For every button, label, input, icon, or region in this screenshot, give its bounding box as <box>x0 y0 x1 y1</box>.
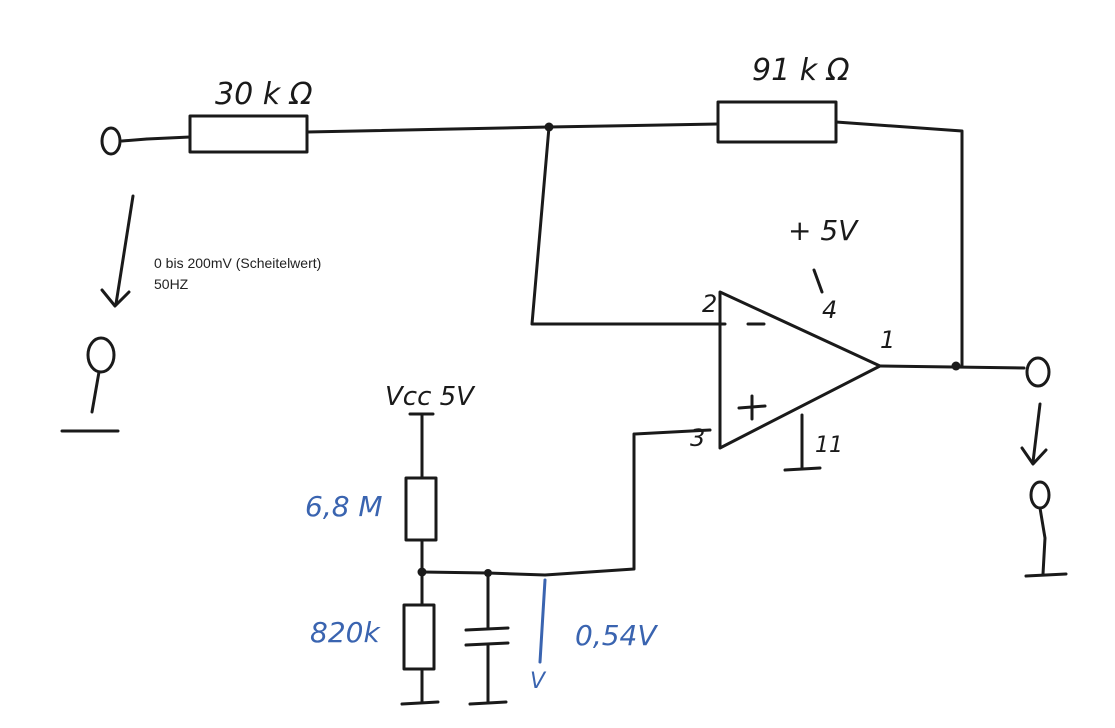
bias-voltage-arrow <box>538 578 547 664</box>
label-bias-voltage: 0,54V <box>575 619 658 652</box>
resistor-91k <box>547 100 964 368</box>
junction-output-node <box>951 361 961 371</box>
opamp-triangle <box>718 290 882 450</box>
divider-ground <box>400 667 440 706</box>
vcc-rail <box>408 412 435 480</box>
output-voltage-arrow <box>1020 402 1048 466</box>
resistor-6-8M <box>404 476 438 542</box>
label-pin-11: 11 <box>815 433 843 458</box>
output-ground <box>1024 480 1068 578</box>
label-pin-2: 2 <box>702 290 717 318</box>
label-vcc: Vcc 5V <box>385 382 476 412</box>
supply-pin-minus <box>783 413 822 472</box>
resistor-30k <box>145 114 551 154</box>
label-supply-plus: + 5V <box>788 214 859 247</box>
label-r-top-divider: 6,8 M <box>305 490 383 523</box>
input-signal-note: 0 bis 200mV (Scheitelwert) 50HZ <box>154 253 321 295</box>
label-pin-4: 4 <box>822 296 837 324</box>
wire-to-inverting-input <box>530 125 727 326</box>
wire-bias-to-noninverting <box>420 428 712 577</box>
label-pin-1: 1 <box>880 326 895 354</box>
input-terminal <box>100 126 149 156</box>
label-r-bottom-divider: 820k <box>310 616 381 649</box>
label-r-input: 30 k Ω <box>215 77 313 112</box>
label-r-feedback: 91 k Ω <box>752 53 850 88</box>
capacitor <box>464 571 510 706</box>
supply-pin-plus <box>812 268 824 294</box>
output-terminal <box>1025 356 1051 388</box>
input-ground <box>60 336 120 433</box>
input-signal-frequency: 50HZ <box>154 276 189 292</box>
label-pin-3: 3 <box>690 424 705 452</box>
input-signal-amplitude: 0 bis 200mV (Scheitelwert) <box>154 255 322 271</box>
input-voltage-arrow <box>100 194 135 308</box>
label-voltage-arrow: V <box>530 669 547 694</box>
opamp-plus-sign <box>737 394 767 421</box>
resistor-820k <box>402 603 436 671</box>
